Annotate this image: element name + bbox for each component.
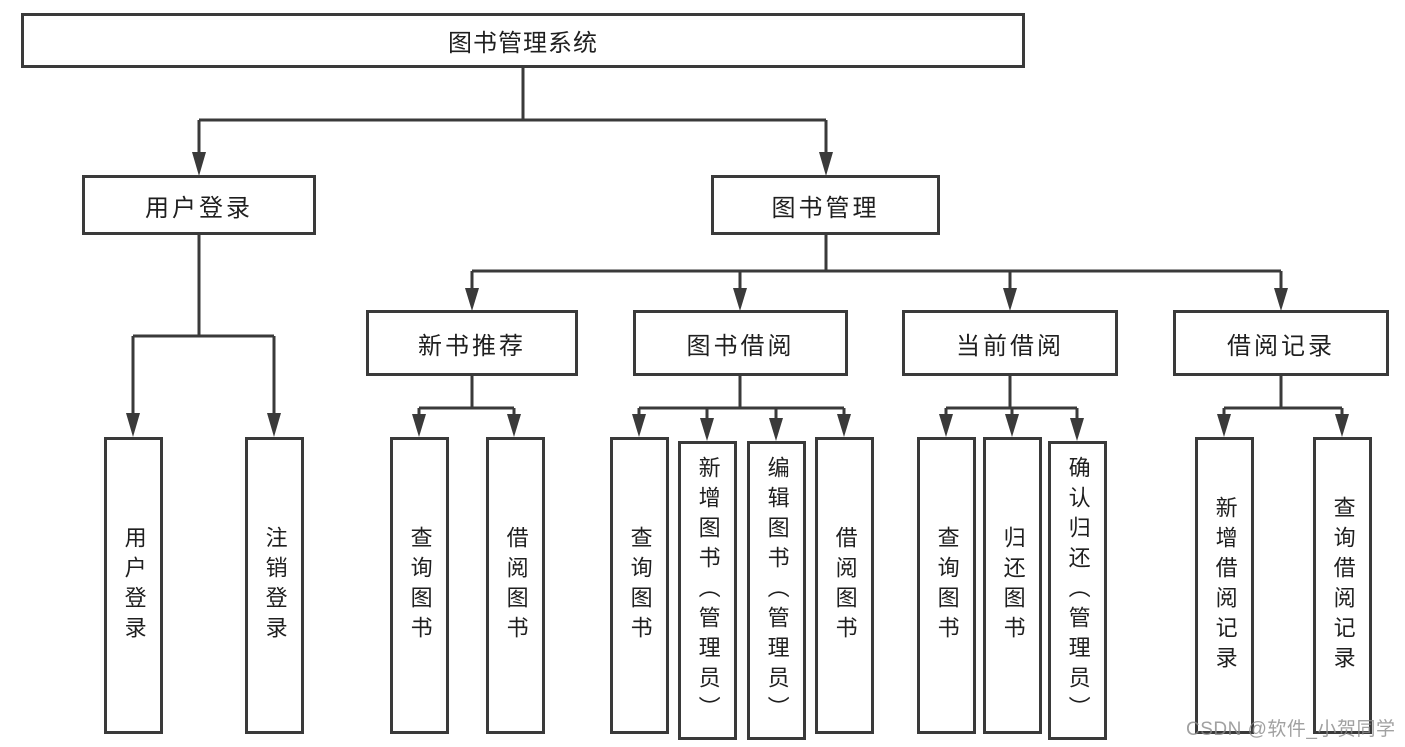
node-new-book-recommend: 新书推荐 (366, 310, 578, 376)
leaf-borrow-books-1-label: 借阅图书 (503, 525, 529, 646)
leaf-logout-label: 注销登录 (262, 525, 288, 646)
node-current-borrowing: 当前借阅 (902, 310, 1118, 376)
node-root-label: 图书管理系统 (448, 30, 598, 57)
node-book-management: 图书管理 (711, 175, 940, 235)
arrowheads (126, 152, 1349, 441)
node-book-management-label: 图书管理 (771, 194, 880, 222)
leaf-user-login: 用户登录 (104, 437, 163, 734)
connector-userlogin-to-leaves (131, 235, 276, 416)
leaf-borrow-books-2-label: 借阅图书 (832, 525, 858, 646)
leaf-query-borrow-record: 查询借阅记录 (1313, 437, 1372, 734)
node-user-login-label: 用户登录 (145, 194, 253, 222)
leaf-edit-book-admin-label: 编辑图书（管理员） (764, 455, 790, 726)
leaf-query-books-1-label: 查询图书 (407, 525, 433, 646)
leaf-query-books-3: 查询图书 (917, 437, 976, 734)
leaf-logout: 注销登录 (245, 437, 304, 734)
connector-current-to-leaves (944, 376, 1079, 420)
node-borrowing-records: 借阅记录 (1173, 310, 1389, 376)
leaf-add-borrow-record: 新增借阅记录 (1195, 437, 1254, 734)
connector-records-to-leaves (1222, 376, 1344, 416)
leaf-borrow-books-1: 借阅图书 (486, 437, 545, 734)
connector-newbook-to-leaves (417, 376, 516, 416)
leaf-borrow-books-2: 借阅图书 (815, 437, 874, 734)
leaf-return-book-label: 归还图书 (1000, 525, 1026, 646)
connector-borrow-to-leaves (637, 376, 846, 420)
leaf-query-books-3-label: 查询图书 (934, 525, 960, 646)
node-borrowing-records-label: 借阅记录 (1227, 332, 1335, 360)
leaf-query-borrow-record-label: 查询借阅记录 (1330, 495, 1356, 676)
node-new-book-recommend-label: 新书推荐 (418, 332, 526, 360)
leaf-query-books-2-label: 查询图书 (627, 525, 653, 646)
node-root-library-system: 图书管理系统 (21, 13, 1025, 68)
node-book-borrowing: 图书借阅 (633, 310, 848, 376)
leaf-add-borrow-record-label: 新增借阅记录 (1212, 495, 1238, 676)
leaf-confirm-return-admin-label: 确认归还（管理员） (1065, 455, 1091, 726)
connector-bookmgmt-to-level3 (470, 235, 1283, 292)
leaf-add-book-admin-label: 新增图书（管理员） (695, 455, 721, 726)
node-user-login: 用户登录 (82, 175, 316, 235)
leaf-edit-book-admin: 编辑图书（管理员） (747, 441, 806, 740)
connector-root-to-level2 (197, 68, 828, 156)
leaf-query-books-2: 查询图书 (610, 437, 669, 734)
leaf-return-book: 归还图书 (983, 437, 1042, 734)
node-current-borrowing-label: 当前借阅 (956, 332, 1064, 360)
leaf-confirm-return-admin: 确认归还（管理员） (1048, 441, 1107, 740)
leaf-query-books-1: 查询图书 (390, 437, 449, 734)
leaf-user-login-label: 用户登录 (121, 525, 147, 646)
leaf-add-book-admin: 新增图书（管理员） (678, 441, 737, 740)
node-book-borrowing-label: 图书借阅 (686, 332, 795, 360)
